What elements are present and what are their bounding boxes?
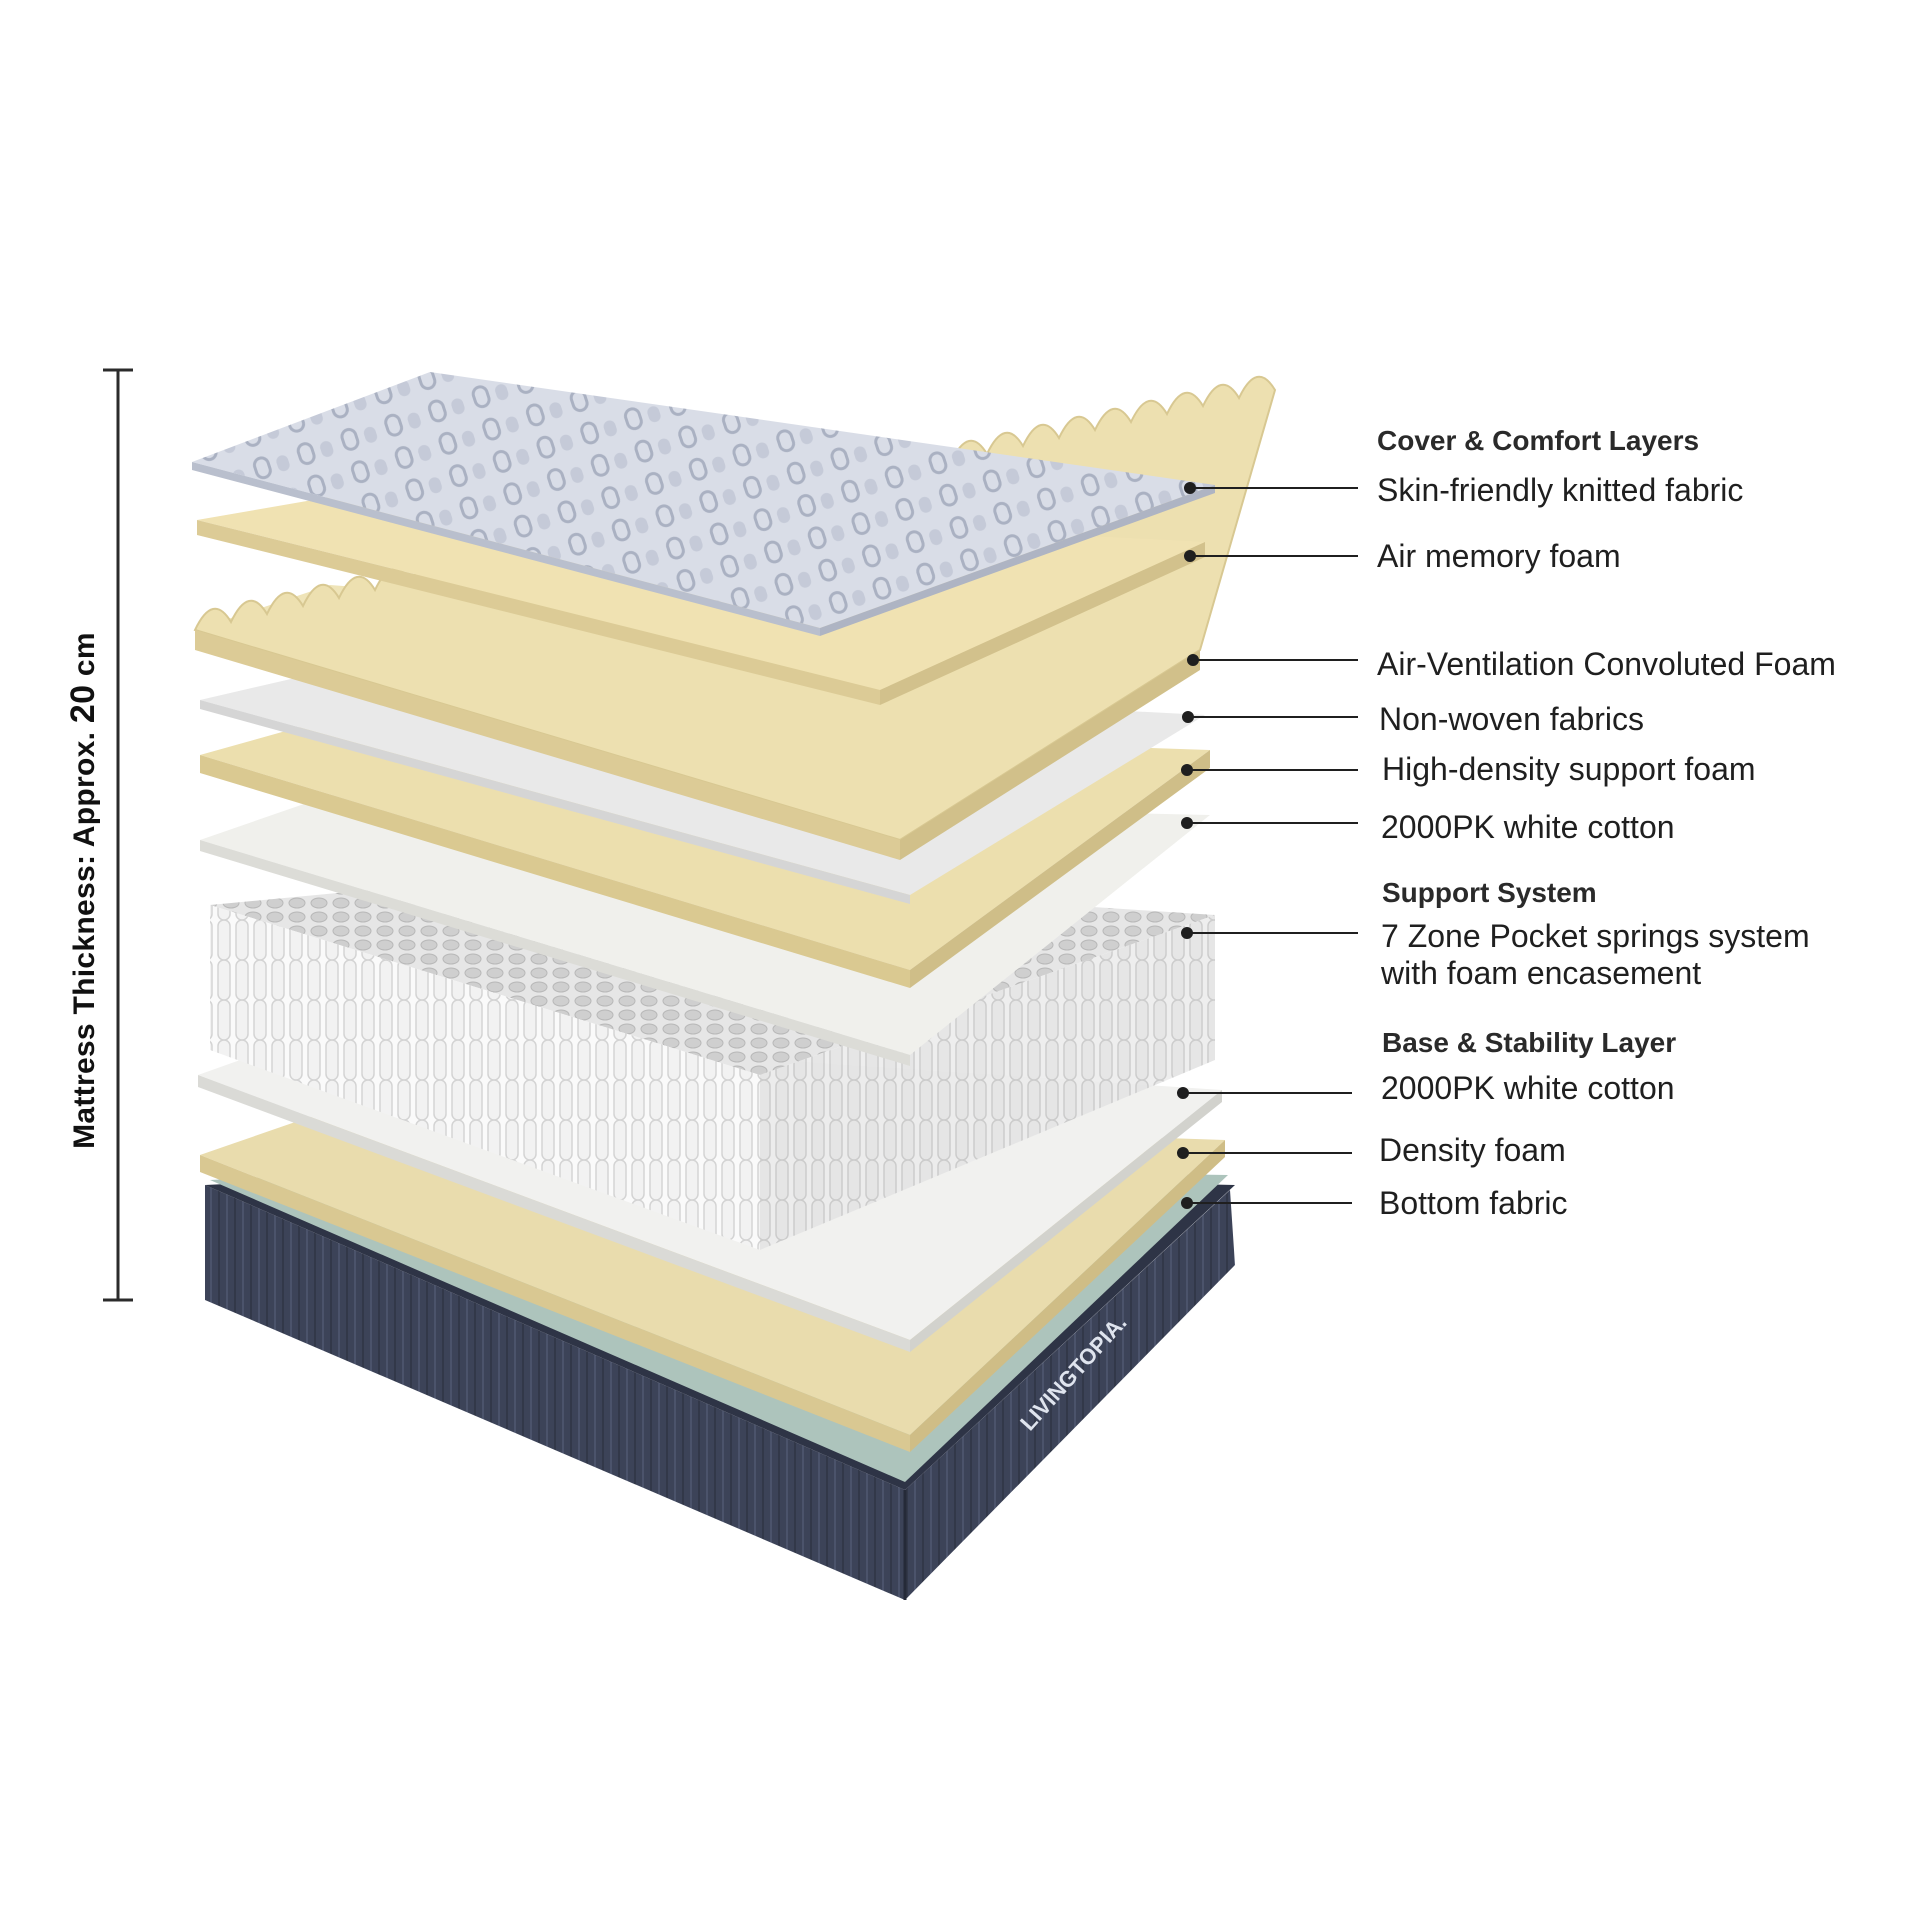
heading-cover-comfort: Cover & Comfort Layers [1377, 425, 1700, 456]
heading-base-stability: Base & Stability Layer [1382, 1027, 1677, 1058]
label-support-foam: High-density support foam [1382, 751, 1756, 787]
label-density-foam: Density foam [1379, 1132, 1566, 1168]
label-foam-encasement: with foam encasement [1381, 955, 1702, 991]
label-bottom-fabric: Bottom fabric [1379, 1185, 1568, 1221]
label-upper-cotton: 2000PK white cotton [1381, 809, 1675, 845]
label-memory-foam: Air memory foam [1377, 538, 1621, 574]
thickness-label-text: Mattress Thickness: Approx. [67, 731, 101, 1149]
thickness-label: Mattress Thickness: Approx. 20 cm [28, 632, 138, 1149]
label-pocket-springs: 7 Zone Pocket springs system [1381, 918, 1810, 954]
thickness-dimension-bar [103, 368, 133, 1302]
label-non-woven: Non-woven fabrics [1379, 701, 1644, 737]
thickness-value: 20 [63, 684, 102, 723]
label-knitted-fabric: Skin-friendly knitted fabric [1377, 472, 1744, 508]
heading-support-system: Support System [1382, 877, 1597, 908]
knitted-cover-layer [192, 372, 1215, 636]
label-lower-cotton: 2000PK white cotton [1381, 1070, 1675, 1106]
thickness-unit: cm [67, 631, 101, 676]
leader-lines [1177, 482, 1358, 1209]
label-convoluted-foam: Air-Ventilation Convoluted Foam [1377, 646, 1836, 682]
